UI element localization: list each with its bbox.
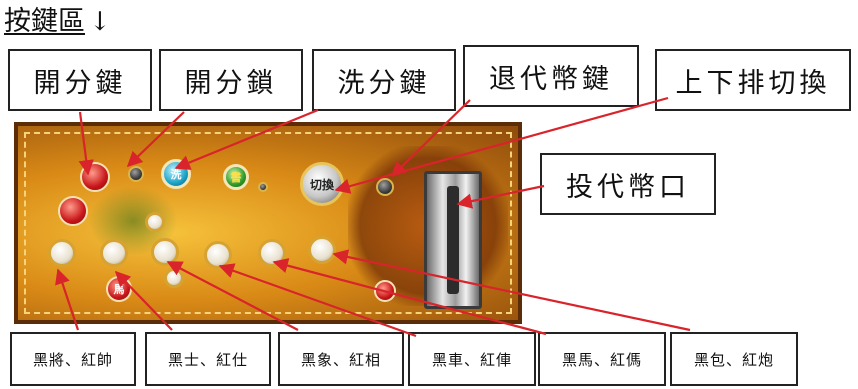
label-general: 黑將、紅帥 [10, 332, 136, 386]
general-button[interactable] [48, 239, 76, 267]
label-refund-key: 退代幣鍵 [463, 45, 639, 107]
elephant-button[interactable] [151, 238, 179, 266]
refund-key-button[interactable] [376, 178, 394, 196]
coin-slot[interactable] [424, 171, 482, 309]
label-horse: 黑馬、紅傌 [538, 332, 666, 386]
section-heading: 按鍵區↓ [4, 2, 111, 42]
cannon-button[interactable] [308, 236, 336, 264]
label-advisor: 黑士、紅仕 [145, 332, 271, 386]
small-button[interactable] [258, 182, 268, 192]
wash-key-button[interactable]: 洗 [161, 159, 191, 189]
label-chariot: 黑車、紅俥 [408, 332, 536, 386]
open-lock-keyhole[interactable] [128, 166, 144, 182]
label-cannon: 黑包、紅炮 [670, 332, 798, 386]
red-horse-piece[interactable]: 馬 [106, 276, 132, 302]
label-elephant: 黑象、紅相 [278, 332, 404, 386]
small-white-button[interactable] [145, 212, 165, 232]
horse-button[interactable] [258, 239, 286, 267]
button-panel-photo: 洗 書 切換 馬 [14, 122, 522, 324]
section-title: 按鍵區 [4, 6, 85, 37]
green-button[interactable]: 書 [223, 164, 249, 190]
label-open-key: 開分鍵 [8, 49, 152, 111]
label-wash-key: 洗分鍵 [312, 49, 456, 111]
switch-button[interactable]: 切換 [300, 162, 344, 206]
open-key-button[interactable] [80, 162, 110, 192]
label-open-lock: 開分鎖 [159, 49, 303, 111]
small-white-button[interactable] [164, 268, 184, 288]
advisor-button[interactable] [100, 239, 128, 267]
red-button[interactable] [374, 280, 396, 302]
chariot-button[interactable] [204, 241, 232, 269]
label-coin-slot: 投代幣口 [540, 153, 716, 215]
label-switch: 上下排切換 [655, 49, 851, 111]
down-arrow-icon: ↓ [89, 7, 111, 37]
red-button[interactable] [58, 196, 88, 226]
